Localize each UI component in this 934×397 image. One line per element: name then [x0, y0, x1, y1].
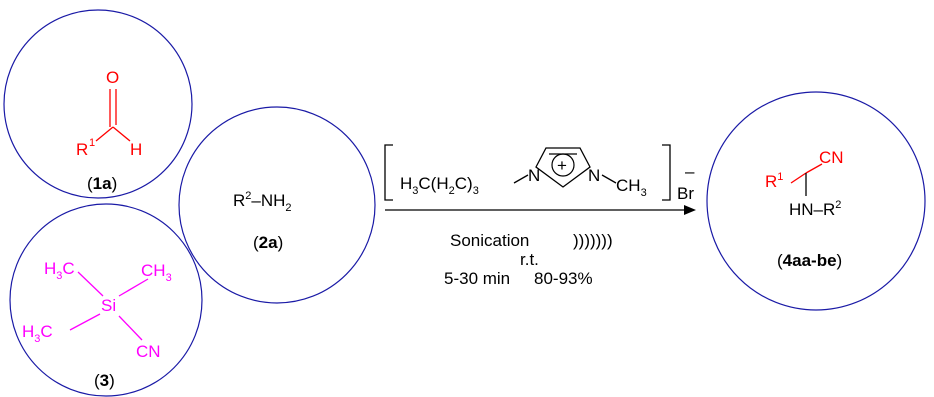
aldehyde-hydrogen: H	[130, 140, 142, 159]
silane-cyano: CN	[136, 342, 161, 361]
aldehyde-oxygen: O	[106, 68, 119, 87]
bracket-right	[662, 144, 671, 201]
silane-bond-top-right	[118, 278, 149, 297]
catalyst-chain-bond	[513, 174, 529, 184]
amine-circle	[178, 106, 376, 304]
silane-label: (3)	[94, 371, 115, 390]
silane-bond-bottom-right	[118, 315, 143, 341]
silane-bond-top-left	[77, 271, 104, 297]
catalyst-nitrogen-2: N	[588, 166, 600, 185]
condition-yield: 80-93%	[534, 269, 593, 288]
reaction-arrow-head	[684, 205, 696, 215]
bromide-charge: –	[685, 162, 695, 181]
silane-silicon: Si	[101, 296, 116, 315]
catalyst-nitrogen-1: N	[528, 166, 540, 185]
product-r1: R1	[765, 171, 783, 191]
amine-label: (2a)	[253, 233, 283, 252]
positive-charge-circle	[551, 153, 575, 177]
amine-formula: R2–NH2	[233, 190, 292, 214]
catalyst-butyl-chain: H3C(H2C)3	[400, 174, 479, 197]
product-label: (4aa-be)	[777, 251, 842, 270]
product-structure: CN R1 HN–R2	[765, 148, 844, 219]
aldehyde-structure: O R 1 H	[76, 68, 142, 159]
condition-sonic-marks: )))))))	[573, 231, 613, 250]
imidazolium-ring-outline	[535, 147, 591, 188]
product-c-cn-bond	[805, 163, 823, 174]
positive-charge-sign: +	[557, 156, 567, 175]
aldehyde-label: (1a)	[87, 174, 117, 193]
catalyst-methyl: CH3	[616, 176, 647, 199]
silane-methyl-top-left: H3C	[44, 259, 75, 282]
product-cyano: CN	[819, 148, 844, 167]
silane-methyl-bottom-left: H3C	[22, 322, 53, 345]
catalyst-bracket	[384, 144, 671, 201]
condition-temperature: r.t.	[520, 250, 539, 269]
aldehyde-r: R	[76, 140, 88, 159]
aldehyde-r-superscript: 1	[89, 137, 95, 149]
aldehyde-c-h-bond	[112, 126, 131, 142]
product-circle	[706, 91, 926, 311]
catalyst-methyl-bond	[601, 174, 617, 184]
imidazolium-ring: +	[535, 147, 591, 188]
silane-bond-bottom-left	[69, 313, 101, 331]
silane-circle	[9, 203, 203, 397]
product-r1-c-bond	[790, 172, 807, 184]
silane-structure: H3C CH3 Si H3C CN	[22, 259, 172, 361]
condition-time: 5-30 min	[444, 269, 510, 288]
reaction-arrow	[385, 205, 696, 215]
aldehyde-circle	[3, 9, 193, 199]
bromide-anion: Br	[677, 184, 694, 203]
bracket-left	[384, 144, 393, 201]
condition-sonication: Sonication	[450, 231, 529, 250]
product-amine: HN–R2	[789, 199, 841, 219]
silane-methyl-right: CH3	[141, 261, 172, 284]
aldehyde-r-c-bond	[95, 126, 114, 142]
